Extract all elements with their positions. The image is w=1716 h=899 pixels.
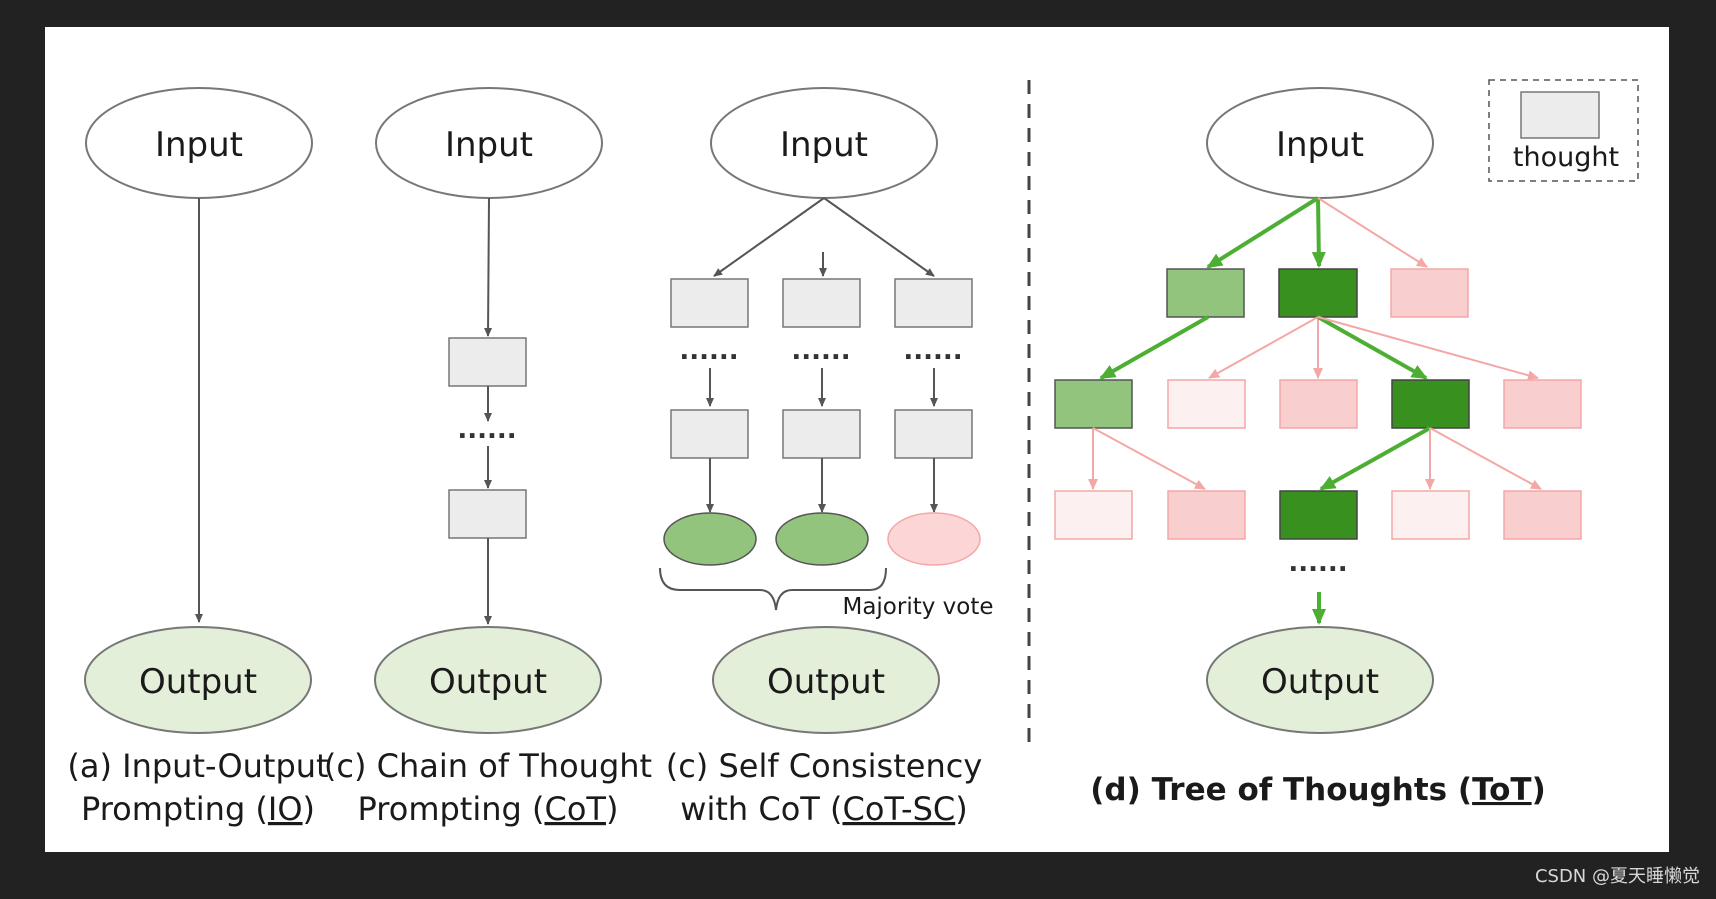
panel-tot: thought Input .....	[1054, 79, 1639, 808]
cotsc-branch-arrow-left	[713, 197, 825, 277]
tot-node-l2-b	[1167, 379, 1246, 429]
cotsc-answer-pink	[887, 512, 981, 566]
cot-arrow-1	[484, 197, 493, 337]
panel-io: Input Output (a) Input-Output Prompting …	[67, 87, 329, 828]
tot-node-l3-d	[1391, 490, 1470, 540]
tot-caption: (d) Tree of Thoughts (ToT)	[1090, 772, 1546, 808]
cotsc-dots-mid: ......	[791, 336, 850, 366]
cotsc-thought-r2	[894, 409, 973, 459]
tot-arrow-in-l1b	[1311, 197, 1326, 268]
cotsc-answer-green-2	[775, 512, 869, 566]
watermark: CSDN @夏天睡懒觉	[1535, 866, 1700, 887]
tot-node-l3-e	[1503, 490, 1582, 540]
tot-node-l3-c	[1279, 490, 1358, 540]
tot-node-l3-a	[1054, 490, 1133, 540]
cot-thought-2	[448, 489, 527, 539]
cotsc-input-label: Input	[780, 125, 868, 165]
cotsc-output-label: Output	[767, 662, 885, 702]
cotsc-answer-green-1	[663, 512, 757, 566]
cot-input-label: Input	[445, 125, 533, 165]
io-link: IO	[268, 790, 303, 828]
io-caption-line2: Prompting (IO)	[81, 790, 315, 828]
cotsc-majority-vote: Majority vote	[842, 594, 993, 620]
io-input-label: Input	[155, 125, 243, 165]
cotsc-caption-line1: (c) Self Consistency	[666, 747, 983, 785]
tot-node-l2-e	[1503, 379, 1582, 429]
cotsc-thought-m2	[782, 409, 861, 459]
tot-arrow-l1b-l2d	[1317, 315, 1428, 380]
cotsc-link: CoT-SC	[842, 790, 955, 828]
cot-caption-line2: Prompting (CoT)	[358, 790, 619, 828]
cotsc-dots-right: ......	[903, 336, 962, 366]
cotsc-thought-r1	[894, 278, 973, 328]
tot-dots: ......	[1288, 548, 1347, 578]
cot-thought-1	[448, 337, 527, 387]
cot-dots: ......	[457, 415, 516, 445]
cotsc-caption-line2: with CoT (CoT-SC)	[680, 790, 967, 828]
cotsc-dots-left: ......	[679, 336, 738, 366]
io-caption-line1: (a) Input-Output	[67, 747, 328, 785]
tot-node-l2-a	[1054, 379, 1133, 429]
tot-node-l2-d	[1391, 379, 1470, 429]
legend-thought-swatch	[1520, 91, 1600, 139]
cotsc-vote-brace	[659, 567, 887, 611]
cot-link: CoT	[544, 790, 606, 828]
cotsc-thought-l2	[670, 409, 749, 459]
tot-arrow-l2d-l3e	[1429, 427, 1542, 490]
tot-arrow-l2a-l3b	[1092, 427, 1206, 490]
panel-cot: Input ...... Output (c) Chain of Thought…	[324, 87, 652, 828]
cot-caption-line1: (c) Chain of Thought	[324, 747, 652, 785]
tot-node-l1-c	[1390, 268, 1469, 318]
io-output-label: Output	[139, 662, 257, 702]
tot-node-l1-b	[1278, 268, 1358, 318]
cotsc-thought-m1	[782, 278, 861, 328]
cot-output-label: Output	[429, 662, 547, 702]
tot-node-l2-c	[1279, 379, 1358, 429]
tot-arrow-in-l1a	[1206, 196, 1320, 269]
tot-arrow-l1b-l2b	[1208, 316, 1319, 379]
cot-output-node	[374, 626, 602, 734]
tot-node-l3-b	[1167, 490, 1246, 540]
tot-input-label: Input	[1276, 125, 1364, 165]
cotsc-thought-l1	[670, 278, 749, 328]
tot-output-label: Output	[1261, 662, 1379, 702]
cotsc-output-node	[712, 626, 940, 734]
panel-cot-sc: Input ...... ...... ...... Majority vote…	[659, 87, 994, 828]
tot-arrow-l2d-l3c	[1319, 426, 1431, 491]
tot-arrow-l1a-l2a	[1099, 315, 1209, 380]
io-output-node	[84, 626, 312, 734]
tot-node-l1-a	[1166, 268, 1245, 318]
tot-arrow-in-l1c	[1317, 197, 1428, 268]
tot-link: ToT	[1472, 772, 1531, 808]
tot-arrow-l1b-l2e	[1317, 316, 1539, 381]
legend-thought-label: thought	[1513, 142, 1619, 173]
tot-output-node	[1206, 626, 1434, 734]
cotsc-branch-arrow-right	[823, 197, 935, 277]
